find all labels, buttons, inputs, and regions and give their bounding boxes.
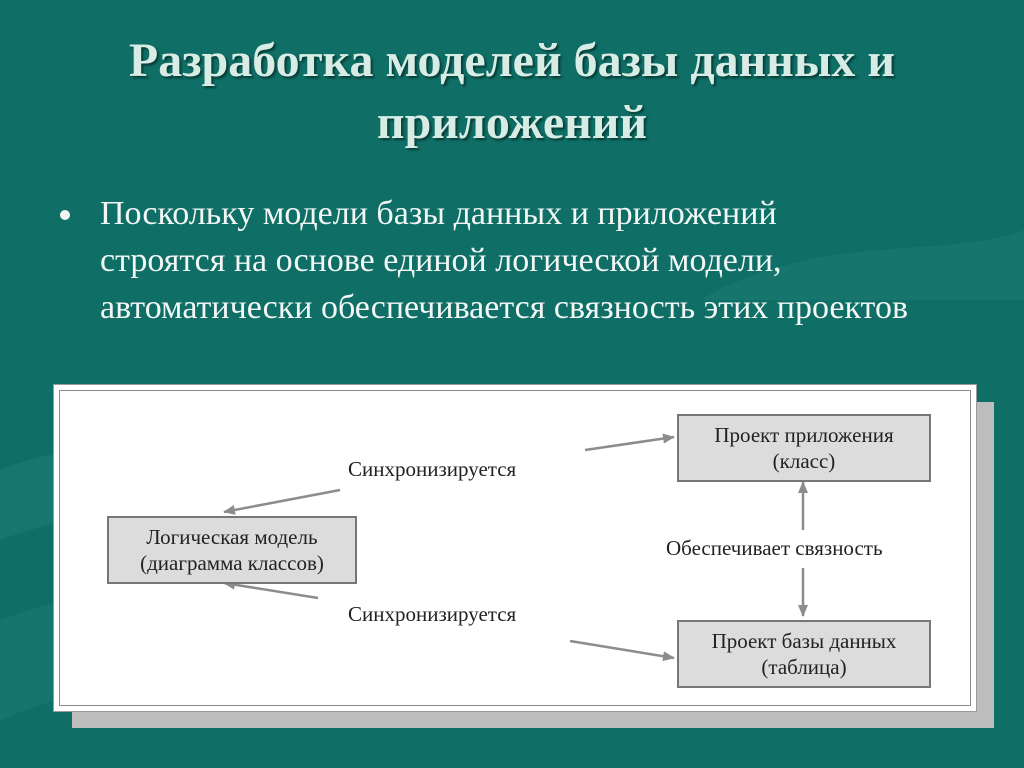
- slide-title: Разработка моделей базы данных и приложе…: [128, 34, 896, 149]
- db-project-box: Проект базы данных (таблица): [677, 620, 931, 688]
- arrow-to-logical-bottom: [223, 579, 319, 600]
- sync-label-top: Синхронизируется: [348, 457, 517, 481]
- arrow-to-app-project: [584, 433, 675, 452]
- app-project-line1: Проект приложения: [714, 423, 894, 447]
- app-project-line2: (класс): [772, 449, 836, 473]
- bullet-text: Поскольку модели базы данных и приложени…: [100, 195, 908, 326]
- arrow-to-logical-top: [223, 488, 341, 515]
- diagram-panel-border: [59, 390, 971, 706]
- bullet-dot-icon: [60, 210, 70, 220]
- bullet-item: Поскольку модели базы данных и приложени…: [60, 190, 910, 331]
- logical-model-box: Логическая модель (диаграмма классов): [107, 516, 357, 584]
- arrow-to-db-project: [569, 639, 675, 662]
- logical-model-line2: (диаграмма классов): [140, 551, 324, 575]
- db-project-line1: Проект базы данных: [711, 629, 897, 653]
- app-project-box: Проект приложения (класс): [677, 414, 931, 482]
- db-project-line2: (таблица): [761, 655, 847, 679]
- logical-model-line1: Логическая модель: [146, 525, 318, 549]
- sync-label-bottom: Синхронизируется: [348, 602, 517, 626]
- connectivity-label: Обеспечивает связность: [666, 536, 883, 560]
